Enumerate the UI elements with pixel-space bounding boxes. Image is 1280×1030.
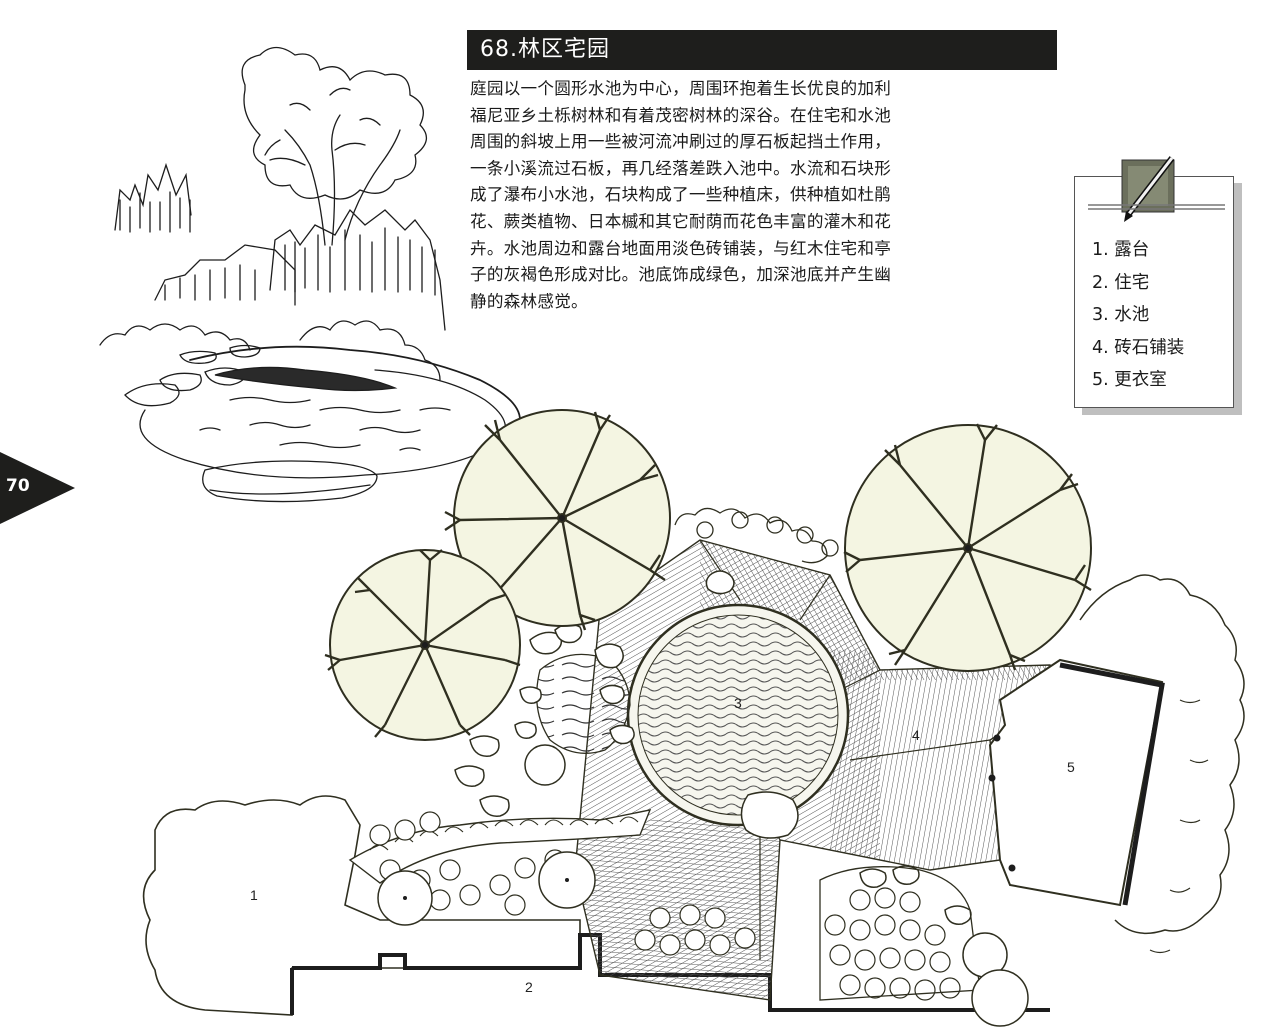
plan-label-terrace: 1 — [250, 887, 258, 903]
plan-label-paving: 4 — [912, 727, 920, 743]
paragraph-line: 子的灰褐色形成对比。池底饰成绿色，加深池底并产生幽 — [470, 265, 892, 285]
oak-tree-mid-left — [324, 549, 521, 741]
legend-item-changing-room: 5. 更衣室 — [1092, 370, 1167, 390]
page-number: 70 — [6, 476, 30, 496]
paragraph-line: 成了瀑布小水池，石块构成了一些种植床，供种植如杜鹃 — [470, 185, 892, 205]
paragraph-line: 庭园以一个圆形水池为中心，周围环抱着生长优良的加利 — [470, 79, 892, 98]
legend-item-terrace: 1. 露台 — [1092, 240, 1150, 260]
changing-room — [988, 658, 1164, 907]
right-shrub-border — [1079, 574, 1245, 935]
description-paragraph: 庭园以一个圆形水池为中心，周围环抱着生长优良的加利 福尼亚乡土栎树林和有着茂密树… — [470, 76, 1055, 315]
paragraph-line: 静的森林感觉。 — [470, 291, 588, 311]
legend-item-house: 2. 住宅 — [1092, 272, 1150, 293]
page-title: 68.林区宅园 — [480, 37, 610, 62]
terrace-outline — [142, 795, 581, 1016]
title-bar — [467, 30, 1057, 70]
oak-tree-large-left — [444, 409, 671, 631]
site-plan: 1 2 3 4 5 — [142, 409, 1245, 1027]
paragraph-line: 福尼亚乡土栎树林和有着茂密树林的深谷。在住宅和水池 — [470, 105, 892, 125]
perspective-sketch — [99, 46, 521, 503]
plan-label-pool: 3 — [734, 695, 742, 711]
page-number-tab — [0, 452, 75, 524]
legend-list: 1. 露台 2. 住宅 3. 水池 4. 砖石铺装 5. 更衣室 — [1092, 234, 1184, 397]
legend-card — [1074, 176, 1234, 408]
legend-item-brick-paving: 4. 砖石铺装 — [1092, 337, 1185, 358]
paragraph-line: 花、蕨类植物、日本槭和其它耐荫而花色丰富的灌木和花 — [470, 211, 892, 231]
plan-label-changing-room: 5 — [1067, 759, 1075, 775]
paragraph-line: 一条小溪流过石板，再几经落差跌入池中。水流和石块形 — [470, 158, 892, 178]
paragraph-line: 卉。水池周边和露台地面用淡色砖铺装，与红木住宅和亭 — [470, 238, 892, 258]
oak-tree-right — [843, 423, 1092, 672]
legend-item-pool: 3. 水池 — [1092, 305, 1150, 325]
paragraph-line: 周围的斜坡上用一些被河流冲刷过的厚石板起挡土作用， — [470, 132, 892, 152]
plan-label-house: 2 — [525, 979, 533, 995]
